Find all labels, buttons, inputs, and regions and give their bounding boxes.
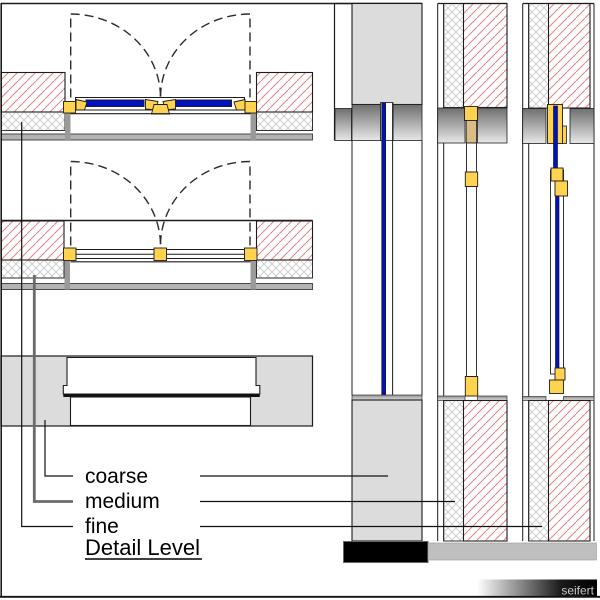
insulation-upper [443, 3, 464, 108]
sill-right [563, 396, 595, 401]
frame-blocks-fine [63, 98, 257, 115]
masonry-upper [462, 2, 508, 109]
plaster-band [0, 283, 313, 290]
sill-band [351, 394, 423, 401]
masonry-lower [462, 399, 508, 542]
floor-bar-black [343, 541, 429, 563]
rail-mid [464, 171, 479, 187]
insulation-right [256, 259, 313, 279]
rail-bottom-lower [549, 379, 564, 394]
frame-jamb-left [63, 247, 77, 261]
lintel-main [351, 104, 381, 141]
swing-arc-right [159, 13, 251, 98]
section-coarse [333, 2, 423, 542]
masonry-wall-right [255, 71, 314, 113]
jamb-edges [351, 140, 423, 395]
masonry-wall-right [255, 220, 314, 261]
watermark-strip: seifert [477, 579, 597, 598]
label-fine: fine [85, 515, 119, 538]
plan-view-coarse [0, 355, 314, 427]
lintel-left [334, 108, 352, 141]
lintel-right [477, 107, 508, 144]
wall-lower-gray [351, 399, 423, 542]
frame-jamb-right [244, 101, 257, 114]
door-leaf-thick-line [63, 394, 260, 397]
masonry-lower [547, 399, 591, 542]
door-swing-dashed [70, 13, 251, 98]
lintel-left [437, 107, 466, 144]
lintel-right [392, 104, 423, 141]
door-swing-dashed [70, 160, 251, 246]
glazing-upper [553, 105, 558, 172]
rail-mid-lower [554, 180, 568, 197]
frame-head-ext [465, 120, 477, 144]
frame-center [153, 247, 167, 261]
rail-bottom-upper [554, 367, 566, 381]
frame-head [464, 106, 478, 121]
glazing-main [555, 195, 560, 369]
frame-jamb-right [244, 247, 258, 261]
sill-left [437, 395, 466, 401]
wall-upper-gray [351, 2, 423, 106]
glazing-right [172, 99, 232, 107]
gradient-bar [477, 579, 597, 597]
watermark-text: seifert [561, 584, 594, 598]
insulation-left [0, 111, 66, 131]
frame-blocks-medium [63, 247, 258, 261]
masonry-wall-left [0, 71, 66, 113]
rail-bottom [464, 376, 479, 397]
masonry-upper [547, 2, 591, 109]
label-medium: medium [85, 490, 160, 513]
door-opening-lower [69, 396, 252, 427]
insulation-upper [528, 3, 549, 109]
lintel-left [522, 108, 547, 144]
jamb-return-left [64, 260, 70, 290]
door-leaf-blue [381, 102, 386, 396]
section-medium [437, 2, 508, 542]
jamb-return-right [250, 260, 256, 290]
rail-mid-upper [550, 167, 564, 182]
lintel-right [569, 108, 595, 144]
stile-left [75, 98, 88, 111]
leader-coarse-left [44, 420, 73, 477]
insulation-lower [443, 400, 464, 542]
sill-left [522, 396, 547, 401]
frame-head-step [562, 125, 567, 144]
label-coarse: coarse [85, 465, 148, 488]
door-opening-upper [62, 356, 261, 395]
sill-right [477, 395, 508, 401]
leader-fine-left [21, 122, 73, 528]
plan-view-medium [0, 160, 314, 290]
plan-view-fine [0, 2, 422, 141]
insulation-right [256, 111, 313, 131]
floor-bar-gray [427, 542, 597, 561]
swing-arc-left [70, 160, 162, 246]
border-frame [0, 3, 600, 598]
swing-arc-left [70, 13, 162, 98]
legend-title: Detail Level [85, 535, 200, 560]
leaf-upper [466, 142, 477, 173]
frame-jamb-left [63, 101, 76, 114]
glazing-left [85, 99, 145, 107]
interior-face-lines [437, 3, 445, 541]
insulation-left [0, 259, 65, 279]
leaf-lower [466, 186, 477, 377]
jamb-return-right [250, 112, 256, 140]
jamb-return-left [65, 112, 71, 140]
legend: coarse medium fine Detail Level [21, 122, 542, 560]
masonry-wall-left [0, 220, 65, 261]
insulation-lower [528, 400, 549, 542]
ground-bars [343, 541, 597, 563]
plaster-band [0, 133, 313, 141]
section-fine [522, 2, 595, 542]
astragal-center [150, 104, 171, 115]
leader-medium-left [32, 275, 73, 503]
swing-arc-right [159, 160, 251, 246]
